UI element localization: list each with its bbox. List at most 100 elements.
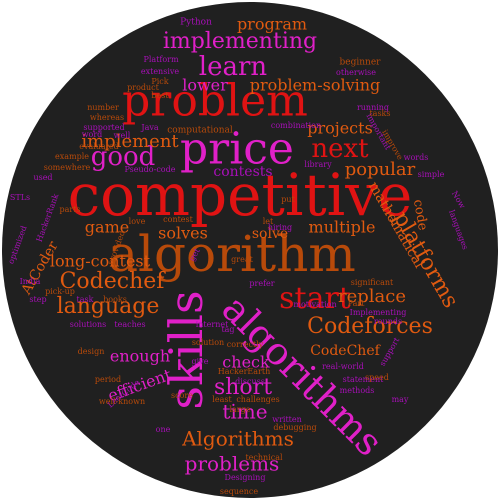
cloud-word: hiring xyxy=(268,223,292,232)
cloud-word: tasks xyxy=(369,109,390,118)
cloud-word: number xyxy=(87,103,119,112)
cloud-word: pick-up xyxy=(45,287,75,296)
cloud-word: competitive xyxy=(68,161,413,229)
cloud-word: learn xyxy=(199,52,268,82)
cloud-word: good xyxy=(91,142,156,172)
cloud-word: may xyxy=(392,395,409,404)
cloud-word: large xyxy=(229,405,250,414)
cloud-word: one xyxy=(156,425,171,434)
cloud-word: short xyxy=(214,375,272,400)
cloud-word: whereas xyxy=(90,113,124,122)
cloud-word: correctly xyxy=(227,340,264,349)
cloud-word: evaluated xyxy=(79,142,119,151)
cloud-word: give xyxy=(192,357,209,366)
cloud-word: solve xyxy=(252,226,288,242)
cloud-word: contests xyxy=(213,164,272,180)
cloud-word: tag xyxy=(221,325,234,334)
cloud-word: program xyxy=(237,15,307,34)
cloud-word: task xyxy=(77,295,94,304)
cloud-word: word xyxy=(82,130,103,139)
cloud-word: problem xyxy=(122,76,308,127)
cloud-word: beginner xyxy=(340,58,382,68)
cloud-word: game xyxy=(85,218,129,237)
cloud-word: books xyxy=(103,295,127,304)
cloud-word: library xyxy=(304,160,332,169)
cloud-word: statement xyxy=(343,375,385,384)
cloud-word: prefer xyxy=(249,279,274,288)
cloud-word: discuss xyxy=(235,377,265,386)
cloud-word: price xyxy=(180,124,294,175)
cloud-word: least xyxy=(212,395,232,404)
cloud-word: technical xyxy=(245,453,283,462)
cloud-word: motivation xyxy=(293,300,336,309)
cloud-word: enough xyxy=(110,347,170,366)
cloud-word: extensive xyxy=(141,67,180,76)
cloud-word: lower xyxy=(182,76,228,95)
cloud-word: parts xyxy=(59,205,80,214)
cloud-word: step xyxy=(29,295,46,304)
cloud-word: solution xyxy=(192,338,224,347)
cloud-word: well xyxy=(114,131,131,140)
cloud-word: computational xyxy=(167,126,233,136)
cloud-word: HackerEarth xyxy=(218,367,270,376)
cloud-word: implementing xyxy=(163,29,317,54)
cloud-word: implement xyxy=(81,131,179,152)
cloud-word: problems xyxy=(185,452,280,476)
cloud-word: words xyxy=(404,153,429,162)
cloud-word: score xyxy=(171,391,193,400)
cloud-word: CodeChef xyxy=(310,343,381,359)
cloud-word: contest xyxy=(163,215,194,224)
cloud-word: Implementing xyxy=(350,308,407,317)
cloud-word: debugging xyxy=(273,423,316,432)
cloud-word: teaches xyxy=(114,320,145,329)
cloud-word: put xyxy=(281,195,295,204)
cloud-word: design xyxy=(78,347,105,356)
cloud-word: Designing xyxy=(225,473,266,482)
cloud-word: problem-solving xyxy=(250,76,381,95)
cloud-word: Pseudo-code xyxy=(125,165,176,174)
cloud-word: running xyxy=(357,103,389,112)
cloud-word: written xyxy=(272,415,302,424)
cloud-word: product xyxy=(127,83,160,92)
cloud-word: Platform xyxy=(143,55,179,64)
cloud-word: supported xyxy=(83,123,124,132)
cloud-word: period xyxy=(95,375,121,384)
cloud-word: projects xyxy=(307,119,373,138)
cloud-word: replace xyxy=(338,286,406,307)
cloud-word: rounds xyxy=(374,317,402,326)
cloud-word: internet xyxy=(196,320,229,329)
cloud-word: great xyxy=(231,255,253,264)
cloud-word: let xyxy=(263,217,274,226)
cloud-word: significant xyxy=(351,278,394,287)
cloud-word: solves xyxy=(158,224,208,243)
cloud-word: well-known xyxy=(99,397,145,406)
cloud-word: solutions xyxy=(70,320,106,329)
cloud-word: simple xyxy=(418,170,445,179)
cloud-word: Algorithms xyxy=(181,427,294,451)
cloud-word: long-contest xyxy=(50,252,151,271)
cloud-word: start xyxy=(279,281,351,316)
cloud-word: skills xyxy=(159,290,213,409)
cloud-word: popular xyxy=(345,159,416,180)
cloud-word: check xyxy=(222,353,270,372)
cloud-word: sequence xyxy=(220,487,258,496)
cloud-word: real-world xyxy=(322,362,364,371)
cloud-word: India xyxy=(20,277,41,286)
cloud-word: multiple xyxy=(309,218,376,237)
cloud-word: best xyxy=(151,91,169,100)
cloud-word: STLs xyxy=(10,193,30,202)
cloud-word: Java xyxy=(140,123,158,132)
cloud-word: otherwise xyxy=(336,68,376,77)
cloud-word: Codeforces xyxy=(307,314,433,339)
cloud-word: somewhere xyxy=(44,163,91,172)
cloud-word: combination xyxy=(271,121,321,130)
cloud-word: language xyxy=(57,294,160,319)
cloud-word: methods xyxy=(340,386,375,395)
cloud-word: time xyxy=(222,400,267,424)
cloud-word: Codechef xyxy=(60,269,167,294)
cloud-word: next xyxy=(311,134,369,164)
cloud-word: example xyxy=(55,152,89,161)
cloud-word: love xyxy=(129,217,146,226)
